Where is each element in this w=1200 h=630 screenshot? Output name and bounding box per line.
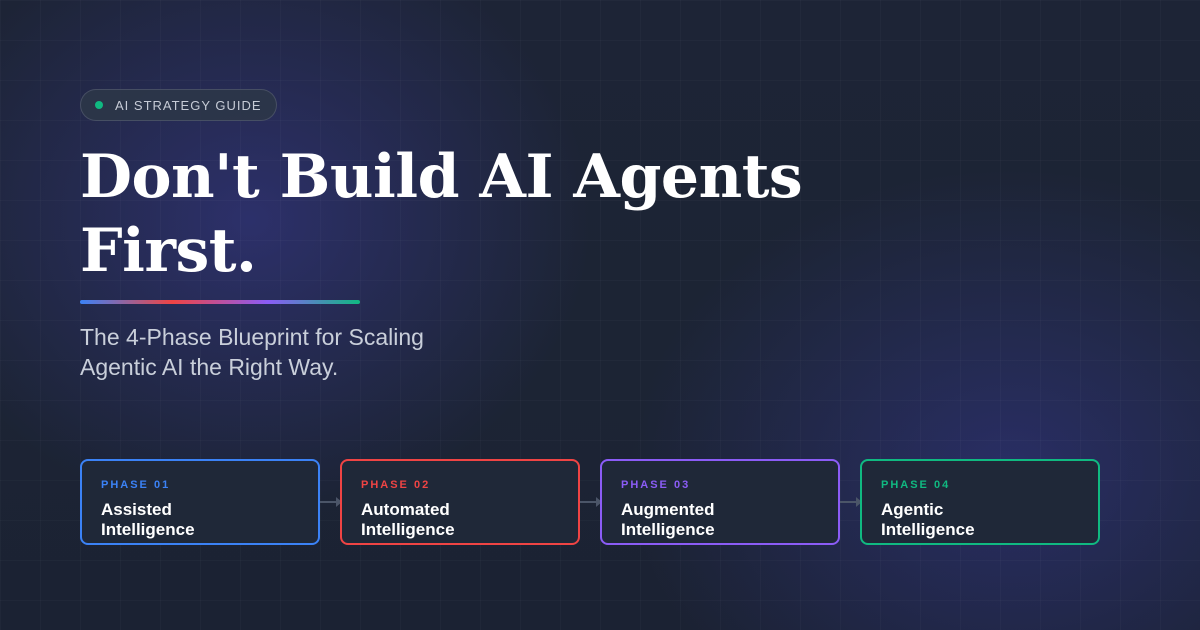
phase-label: PHASE 01 (101, 479, 171, 491)
phase-label: PHASE 02 (361, 479, 431, 491)
phase-name: Augmented Intelligence (621, 500, 715, 539)
status-dot-icon (95, 101, 103, 109)
arrow-right-icon (840, 497, 862, 507)
category-badge: AI STRATEGY GUIDE (80, 89, 277, 121)
arrow-right-icon (320, 497, 342, 507)
accent-divider (80, 300, 360, 304)
phase-card-3: PHASE 03 Augmented Intelligence (600, 459, 840, 545)
phase-name: Assisted Intelligence (101, 500, 195, 539)
phase-card-1: PHASE 01 Assisted Intelligence (80, 459, 320, 545)
phase-card-4: PHASE 04 Agentic Intelligence (860, 459, 1100, 545)
page-title: Don't Build AI Agents First. (80, 142, 803, 286)
phase-card-2: PHASE 02 Automated Intelligence (340, 459, 580, 545)
phase-name: Automated Intelligence (361, 500, 455, 539)
phase-name: Agentic Intelligence (881, 500, 975, 539)
phase-label: PHASE 03 (621, 479, 691, 491)
page-subtitle: The 4-Phase Blueprint for Scaling Agenti… (80, 324, 424, 380)
phase-label: PHASE 04 (881, 479, 951, 491)
arrow-right-icon (580, 497, 602, 507)
badge-label: AI STRATEGY GUIDE (115, 97, 262, 113)
